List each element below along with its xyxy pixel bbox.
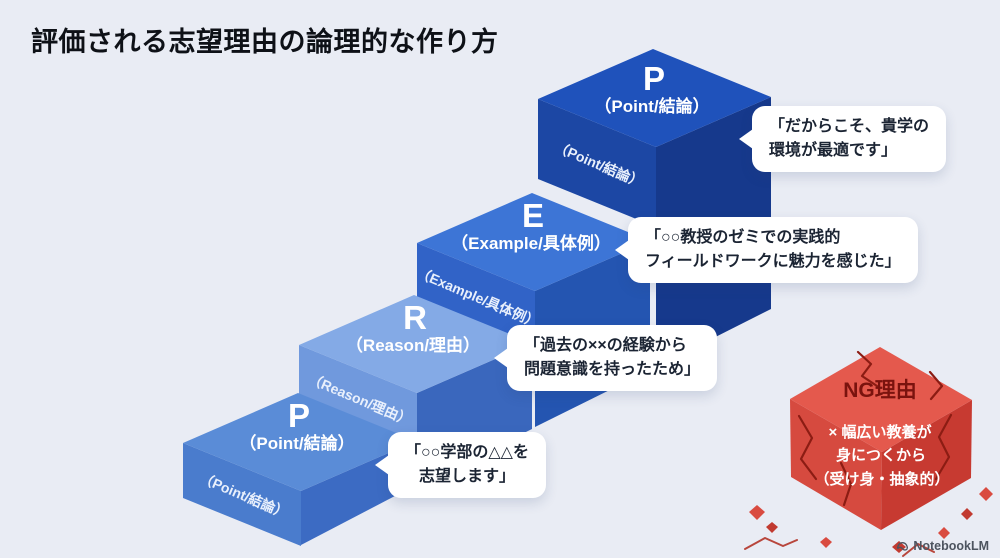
step-point-bottom-letter: P: [288, 397, 310, 434]
debris-fragment: [766, 522, 778, 533]
notebooklm-brand: NotebookLM: [896, 539, 989, 553]
callout-line: フィールドワークに魅力を感じた」: [645, 253, 901, 270]
callout-point-top: 「だからこそ、貴学の 環境が最適です」: [738, 106, 947, 172]
page-title: 評価される志望理由の論理的な作り方: [31, 27, 499, 57]
crack-line: [928, 370, 944, 401]
callout-line: 志望します」: [418, 468, 515, 485]
step-example-top-face: [417, 193, 650, 291]
step-point-bottom-top-face: [183, 393, 416, 491]
step-point-top-letter: P: [643, 60, 665, 97]
callout-line: 「過去の××の経験から: [524, 337, 687, 354]
callout-example: 「○○教授のゼミでの実践的 フィールドワークに魅力を感じた」: [615, 217, 918, 283]
callout-line: 「だからこそ、貴学の: [769, 118, 930, 135]
callout-point-bottom: 「○○学部の△△を 志望します」: [375, 432, 546, 498]
crack-line: [856, 350, 879, 388]
step-reason-top-face: [299, 295, 532, 393]
ng-reason-line: （受け身・抽象的）: [814, 470, 949, 488]
step-example-front-face: [417, 243, 535, 350]
crack-line: [934, 413, 953, 481]
debris-fragment: [961, 508, 973, 520]
step-reason-label: （Reason/理由）: [346, 335, 480, 355]
callout-line: 「○○学部の△△を: [405, 444, 529, 461]
callout-line: 環境が最適です」: [769, 142, 898, 159]
step-reason-front-face: [299, 345, 417, 452]
notebooklm-icon: [897, 541, 909, 551]
ng-reason-line: × 幅広い教養が: [829, 423, 933, 441]
notebooklm-wordmark: NotebookLM: [913, 539, 989, 553]
ground-crack: [902, 543, 935, 557]
ground-crack: [744, 537, 798, 550]
step-reason: R （Reason/理由） （Reason/理由）: [299, 295, 532, 486]
step-example-letter: E: [522, 197, 544, 234]
ng-cube-top-face: [790, 347, 972, 452]
debris-fragment: [820, 537, 832, 548]
ng-cube-right-face: [881, 400, 972, 530]
crack-line: [839, 461, 853, 507]
step-point-top-top-face: [538, 49, 771, 147]
ng-reason-line: 身につくから: [836, 446, 926, 464]
callout-reason: 「過去の××の経験から 問題意識を持ったため」: [493, 325, 718, 391]
ng-cube: NG理由 × 幅広い教養が 身につくから （受け身・抽象的）: [744, 347, 993, 557]
debris-fragment: [979, 487, 993, 501]
crack-line: [797, 414, 818, 481]
step-reason-letter: R: [403, 299, 427, 336]
ng-cube-left-face: [790, 399, 882, 530]
step-point-bottom-label: （Point/結論）: [239, 433, 354, 453]
debris-fragment: [938, 527, 950, 539]
step-point-top-front-face: [538, 99, 656, 227]
step-point-bottom-front-face: [183, 443, 301, 546]
step-point-top-label: （Point/結論）: [594, 96, 709, 116]
debris-fragment: [749, 505, 765, 520]
step-example-label: （Example/具体例）: [451, 233, 611, 253]
callout-line: 問題意識を持ったため」: [524, 361, 701, 378]
callout-line: 「○○教授のゼミでの実践的: [645, 229, 841, 246]
ng-title: NG理由: [843, 378, 917, 402]
